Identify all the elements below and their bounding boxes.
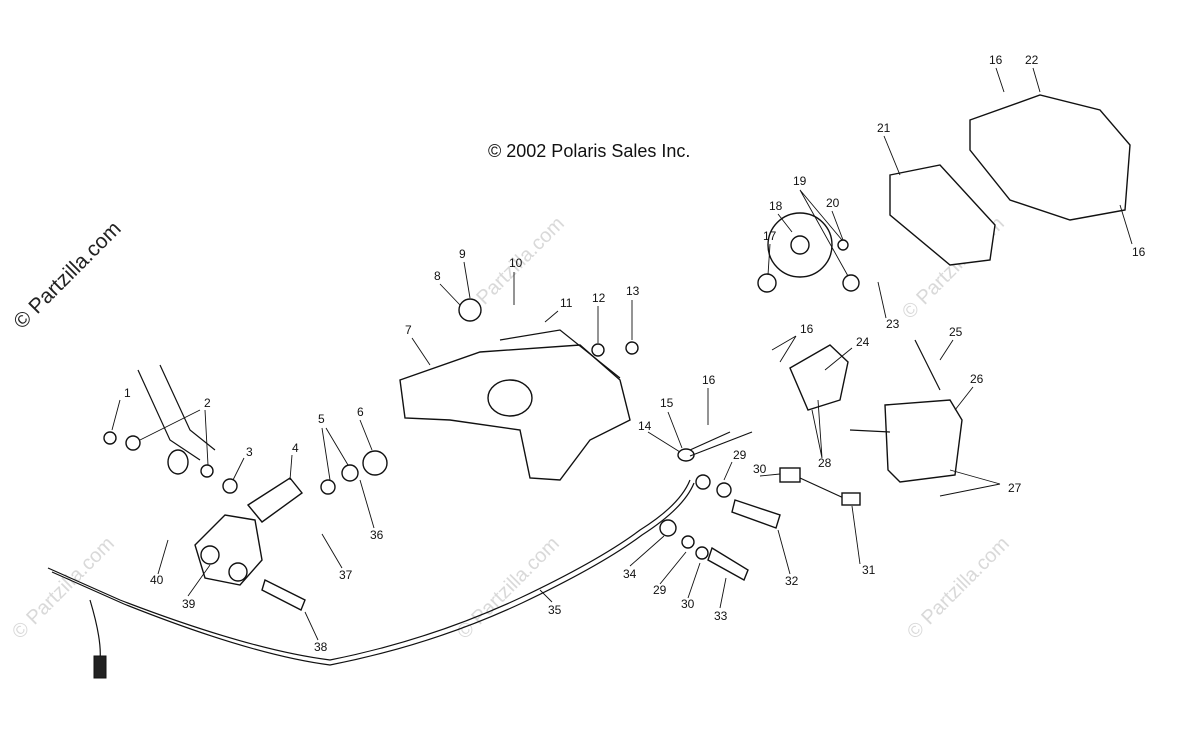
callout-11: 11 bbox=[560, 296, 573, 310]
callout-15: 15 bbox=[660, 396, 674, 410]
callout-38: 38 bbox=[314, 640, 328, 654]
callout-32: 32 bbox=[785, 574, 799, 588]
callout-17: 17 bbox=[763, 229, 777, 243]
callout-40: 40 bbox=[150, 573, 164, 587]
callout-28: 28 bbox=[818, 456, 832, 470]
callout-4: 4 bbox=[292, 441, 299, 455]
callout-14: 14 bbox=[638, 419, 652, 433]
callout-21: 21 bbox=[877, 121, 891, 135]
callout-1: 1 bbox=[124, 386, 131, 400]
copyright-text: © 2002 Polaris Sales Inc. bbox=[488, 141, 690, 161]
leader-lines bbox=[111, 67, 1133, 641]
callout-16-d: 16 bbox=[1132, 245, 1146, 259]
callout-19: 19 bbox=[793, 174, 807, 188]
callout-6: 6 bbox=[357, 405, 364, 419]
callout-23: 23 bbox=[886, 317, 900, 331]
callout-29-b: 29 bbox=[653, 583, 667, 597]
watermark-faint: © Partzilla.com bbox=[903, 533, 1014, 644]
callout-35: 35 bbox=[548, 603, 562, 617]
watermark-faint: © Partzilla.com bbox=[453, 533, 564, 644]
callout-labels: 1 2 3 4 5 6 7 8 9 10 11 12 13 14 15 16 1… bbox=[124, 53, 1146, 654]
callout-18: 18 bbox=[769, 199, 783, 213]
callout-33: 33 bbox=[714, 609, 728, 623]
callout-31: 31 bbox=[862, 563, 876, 577]
watermark-faint: © Partzilla.com bbox=[8, 533, 119, 644]
callout-30-b: 30 bbox=[681, 597, 695, 611]
callout-20: 20 bbox=[826, 196, 840, 210]
callout-5: 5 bbox=[318, 412, 325, 426]
callout-36: 36 bbox=[370, 528, 384, 542]
callout-26: 26 bbox=[970, 372, 984, 386]
callout-2: 2 bbox=[204, 396, 211, 410]
callout-16-a: 16 bbox=[702, 373, 716, 387]
callout-22: 22 bbox=[1025, 53, 1039, 67]
callout-25: 25 bbox=[949, 325, 963, 339]
callout-27: 27 bbox=[1008, 481, 1022, 495]
callout-7: 7 bbox=[405, 323, 412, 337]
callout-29-a: 29 bbox=[733, 448, 747, 462]
callout-3: 3 bbox=[246, 445, 253, 459]
callout-13: 13 bbox=[626, 284, 640, 298]
callout-24: 24 bbox=[856, 335, 870, 349]
callout-16-b: 16 bbox=[800, 322, 814, 336]
callout-34: 34 bbox=[623, 567, 637, 581]
callout-8: 8 bbox=[434, 269, 441, 283]
callout-9: 9 bbox=[459, 247, 466, 261]
callout-30-a: 30 bbox=[753, 462, 767, 476]
watermark-main: © Partzilla.com bbox=[9, 217, 125, 333]
callout-10: 10 bbox=[509, 256, 523, 270]
callout-37: 37 bbox=[339, 568, 353, 582]
callout-39: 39 bbox=[182, 597, 196, 611]
callout-16-c: 16 bbox=[989, 53, 1003, 67]
callout-12: 12 bbox=[592, 291, 606, 305]
